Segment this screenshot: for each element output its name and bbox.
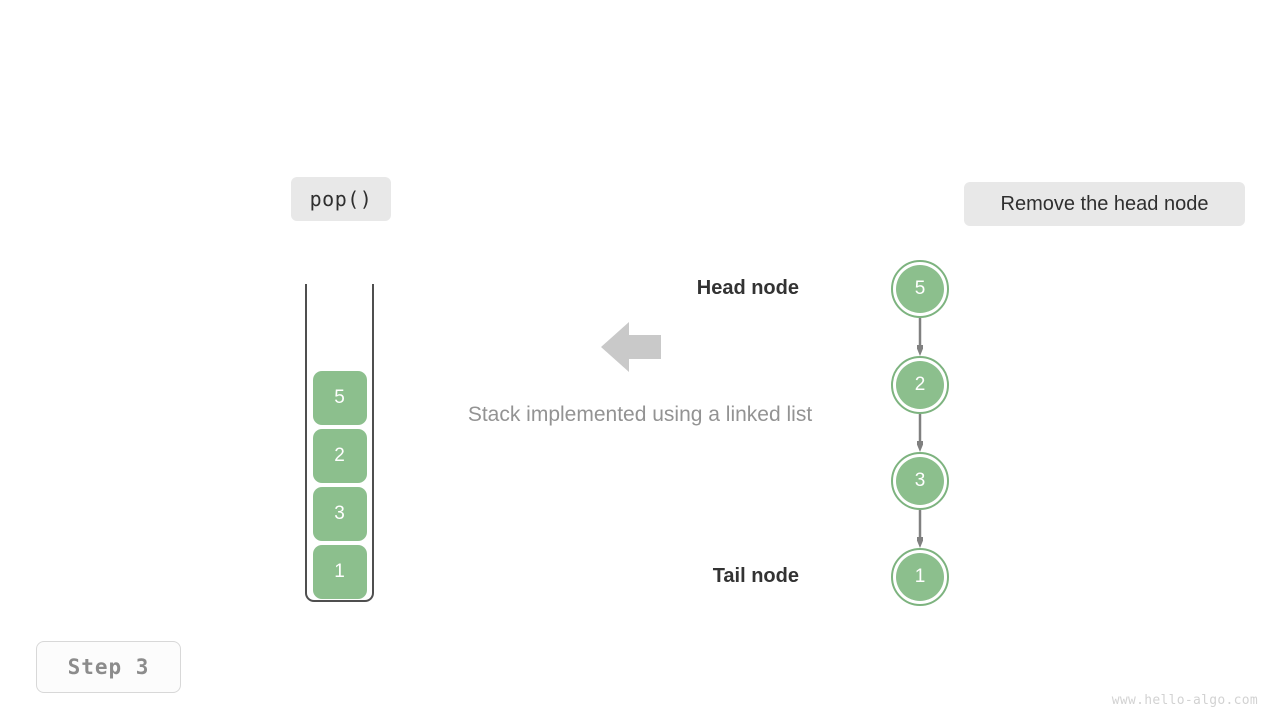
node-value: 1 [896, 553, 944, 601]
action-description-badge: Remove the head node [964, 182, 1245, 226]
linked-list-node: 5 [891, 260, 949, 318]
head-node-label: Head node [696, 277, 799, 299]
stack-items-group: 5 2 3 1 [306, 363, 373, 599]
arrow-left-icon [601, 319, 661, 375]
watermark: www.hello-algo.com [1111, 693, 1258, 708]
step-indicator: Step 3 [36, 641, 181, 693]
stack-cell: 1 [312, 545, 367, 599]
linked-list-node: 1 [891, 548, 949, 606]
arrow-down-icon [915, 414, 925, 452]
stack-cell: 2 [312, 429, 367, 483]
node-value: 2 [896, 361, 944, 409]
tail-node-label: Tail node [712, 565, 799, 587]
node-value: 5 [896, 265, 944, 313]
linked-list-node: 3 [891, 452, 949, 510]
stack-cell: 3 [312, 487, 367, 541]
node-value: 3 [896, 457, 944, 505]
arrow-down-icon [915, 318, 925, 356]
operation-badge: pop() [291, 177, 391, 221]
stack-container [305, 284, 374, 602]
linked-list-node: 2 [891, 356, 949, 414]
stack-cell: 5 [312, 371, 367, 425]
diagram-caption: Stack implemented using a linked list [467, 403, 813, 426]
arrow-down-icon [915, 510, 925, 548]
linked-list-group: 5 2 3 1 [891, 260, 949, 606]
